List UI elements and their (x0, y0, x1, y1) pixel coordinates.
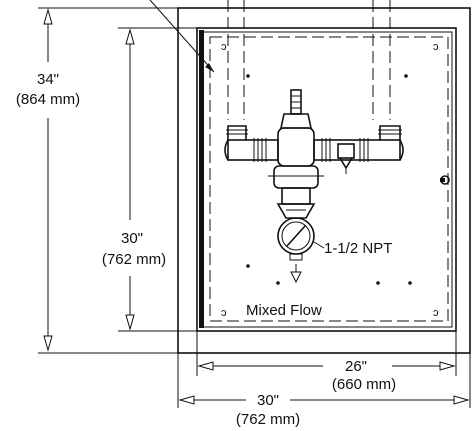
dot (246, 264, 250, 268)
corner-mark-tl: ɔ (221, 41, 227, 53)
inner-height-dimension (118, 27, 197, 332)
dot (376, 281, 380, 285)
outlet-size-label: 1-1/2 NPT (324, 240, 392, 257)
door-panel (201, 31, 453, 328)
dot (408, 281, 412, 285)
dot (404, 74, 408, 78)
inner-box (196, 27, 457, 332)
outer-width-imperial: 30" (257, 392, 279, 409)
latch-bolt (440, 178, 445, 182)
dot (246, 74, 250, 78)
outer-width-metric: (762 mm) (236, 411, 300, 428)
inner-width-dimension (196, 331, 457, 376)
outer-width-dimension (177, 353, 471, 408)
inner-height-imperial: 30" (121, 230, 143, 247)
dashed-outline (209, 36, 449, 322)
inner-width-imperial: 26" (345, 358, 367, 375)
dot (276, 281, 280, 285)
leader-arrow (205, 63, 214, 72)
outer-frame (177, 7, 471, 354)
inner-width-metric: (660 mm) (332, 376, 396, 393)
mixing-valve-icon (224, 89, 404, 284)
hinge-strip (199, 30, 204, 328)
inner-height-metric: (762 mm) (102, 251, 166, 268)
leader-line (149, 0, 215, 73)
outer-height-dimension (38, 7, 178, 354)
outer-height-metric: (864 mm) (16, 91, 80, 108)
npt-leader (313, 241, 325, 249)
corner-mark-tr: ɔ (433, 41, 439, 53)
corner-mark-bl: ɔ (221, 307, 227, 319)
outer-height-imperial: 34" (37, 71, 59, 88)
corner-mark-br: ɔ (433, 307, 439, 319)
outlet-name-label: Mixed Flow (246, 302, 322, 319)
